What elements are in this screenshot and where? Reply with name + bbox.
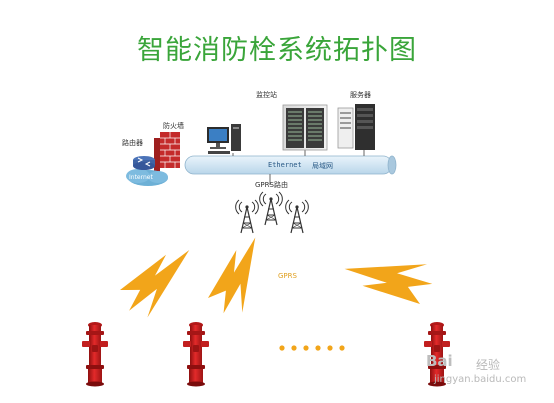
watermark-brand: Bai (426, 352, 453, 370)
internet-label: Internet (129, 174, 153, 181)
computer-icon (207, 124, 241, 154)
gprs-tower-icon (235, 191, 309, 234)
lan-label: 局域网 (312, 162, 333, 170)
server-label: 服务器 (350, 91, 371, 99)
diagram-title: 智能消防栓系统拓扑图 (137, 35, 417, 66)
server-rack-icon (282, 104, 328, 151)
gprs-router-label: GPRS路由 (255, 181, 288, 189)
fire-hydrant-icon (82, 322, 450, 387)
lightning-icon (114, 233, 439, 324)
server-icon (337, 104, 375, 150)
firewall-icon (154, 132, 180, 174)
ethernet-label: Ethernet (268, 161, 302, 169)
router-icon (126, 156, 168, 186)
ethernet-bus (184, 155, 397, 175)
router-label: 路由器 (122, 139, 143, 147)
ellipsis-dots-icon (279, 345, 345, 351)
firewall-label: 防火墙 (163, 122, 184, 130)
gprs-label: GPRS (278, 272, 297, 280)
watermark-suffix: 经验 (476, 358, 501, 372)
monitor-station-label: 监控站 (256, 91, 277, 99)
watermark-url: jingyan.baidu.com (434, 374, 527, 385)
